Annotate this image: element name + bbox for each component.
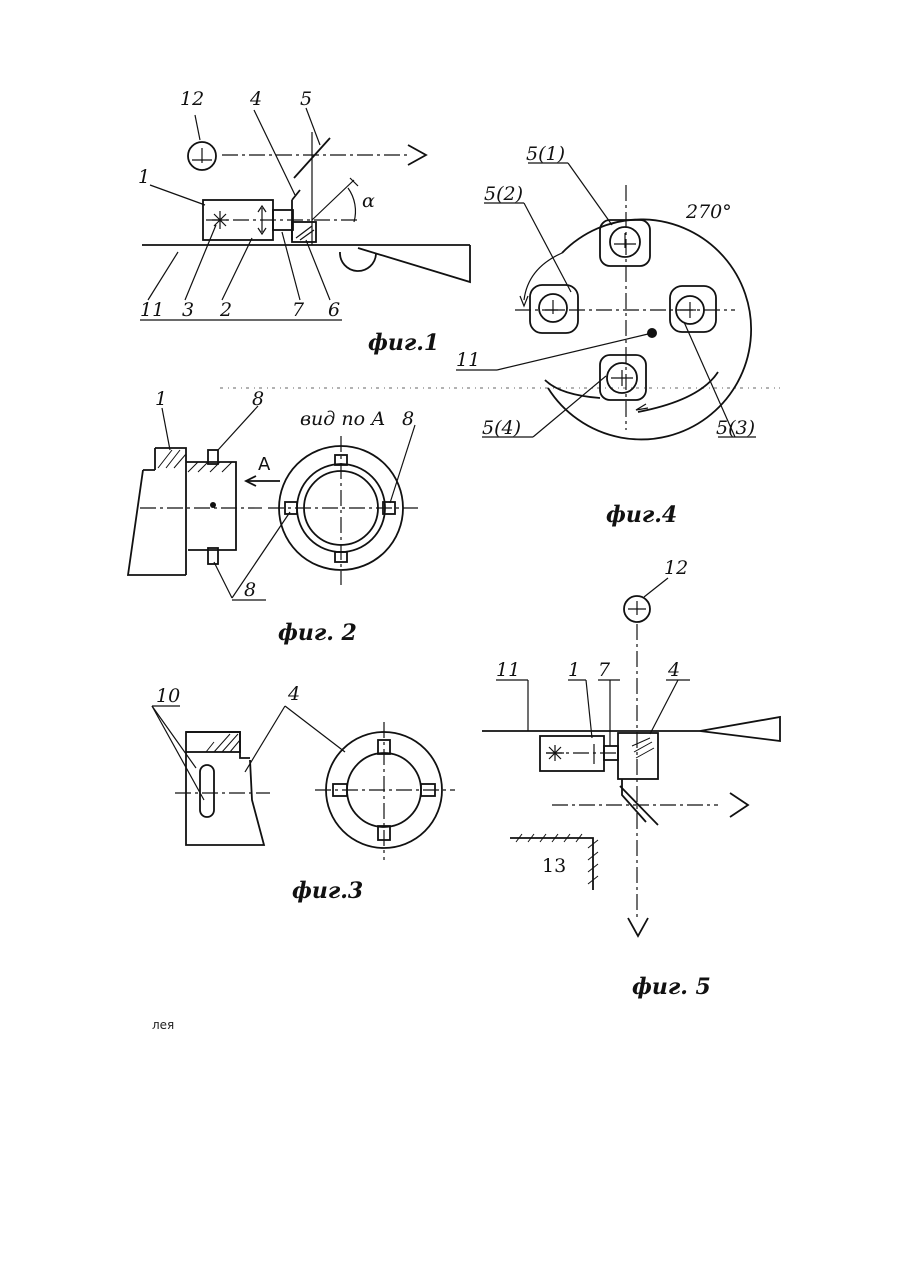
fig1-label-5: 5 xyxy=(300,88,312,110)
fig5-label-4: 4 xyxy=(667,659,680,681)
fig2-label-8-right: 8 xyxy=(402,408,414,430)
fig5-label-11: 11 xyxy=(496,659,520,681)
figure-4: 5(1) 5(2) 270° 11 5(4) 5(3) фиг.4 xyxy=(456,143,756,528)
fig4-label-5-2: 5(2) xyxy=(484,183,523,205)
fig4-label-270: 270° xyxy=(685,201,732,223)
fig1-label-2: 2 xyxy=(219,299,232,321)
fig3-caption: фиг.3 xyxy=(292,878,363,904)
fig1-caption: фиг.1 xyxy=(368,330,439,356)
fig1-label-12: 12 xyxy=(180,88,204,110)
figure-3: 10 4 фиг.3 xyxy=(152,683,455,904)
fig5-caption: фиг. 5 xyxy=(632,974,711,1000)
fig2-label-8-top: 8 xyxy=(252,388,264,410)
fig2-view-title: вид по А xyxy=(300,408,385,430)
fig1-label-4: 4 xyxy=(249,88,262,110)
fig5-label-12: 12 xyxy=(664,557,688,579)
figure-5: 12 11 1 7 4 13 фиг. 5 xyxy=(482,557,780,1000)
bottom-eye-icon xyxy=(628,918,648,936)
fig3-label-10: 10 xyxy=(156,685,180,707)
output-arrow-icon xyxy=(408,145,426,165)
fig2-label-8-bottom: 8 xyxy=(244,579,256,601)
fig5-label-13: 13 xyxy=(542,855,566,877)
fig2-label-1: 1 xyxy=(155,388,167,410)
footer-text: лея xyxy=(152,1018,174,1032)
fig2-arrow-a-label: А xyxy=(258,454,271,475)
figure-1: 12 4 5 1 α 11 3 2 7 6 фиг.1 xyxy=(138,88,470,356)
eye-arrow-icon xyxy=(730,793,748,817)
fig1-label-3: 3 xyxy=(182,299,194,321)
fig3-label-4: 4 xyxy=(287,683,300,705)
fig1-label-11: 11 xyxy=(140,299,164,321)
fig2-caption: фиг. 2 xyxy=(278,620,357,646)
fig1-label-7: 7 xyxy=(292,299,305,321)
figure-2: 1 8 вид по А 8 А 8 фиг. 2 xyxy=(128,388,418,646)
fig1-label-1: 1 xyxy=(138,166,150,188)
fig4-label-5-1: 5(1) xyxy=(526,143,565,165)
fig4-label-11: 11 xyxy=(456,349,480,371)
fig1-label-alpha: α xyxy=(362,190,375,212)
fig1-label-6: 6 xyxy=(328,299,340,321)
fig5-label-7: 7 xyxy=(598,659,611,681)
fig5-label-1: 1 xyxy=(568,659,580,681)
fig4-label-5-3: 5(3) xyxy=(716,417,755,439)
fig4-caption: фиг.4 xyxy=(606,502,677,528)
fig4-label-5-4: 5(4) xyxy=(482,417,521,439)
